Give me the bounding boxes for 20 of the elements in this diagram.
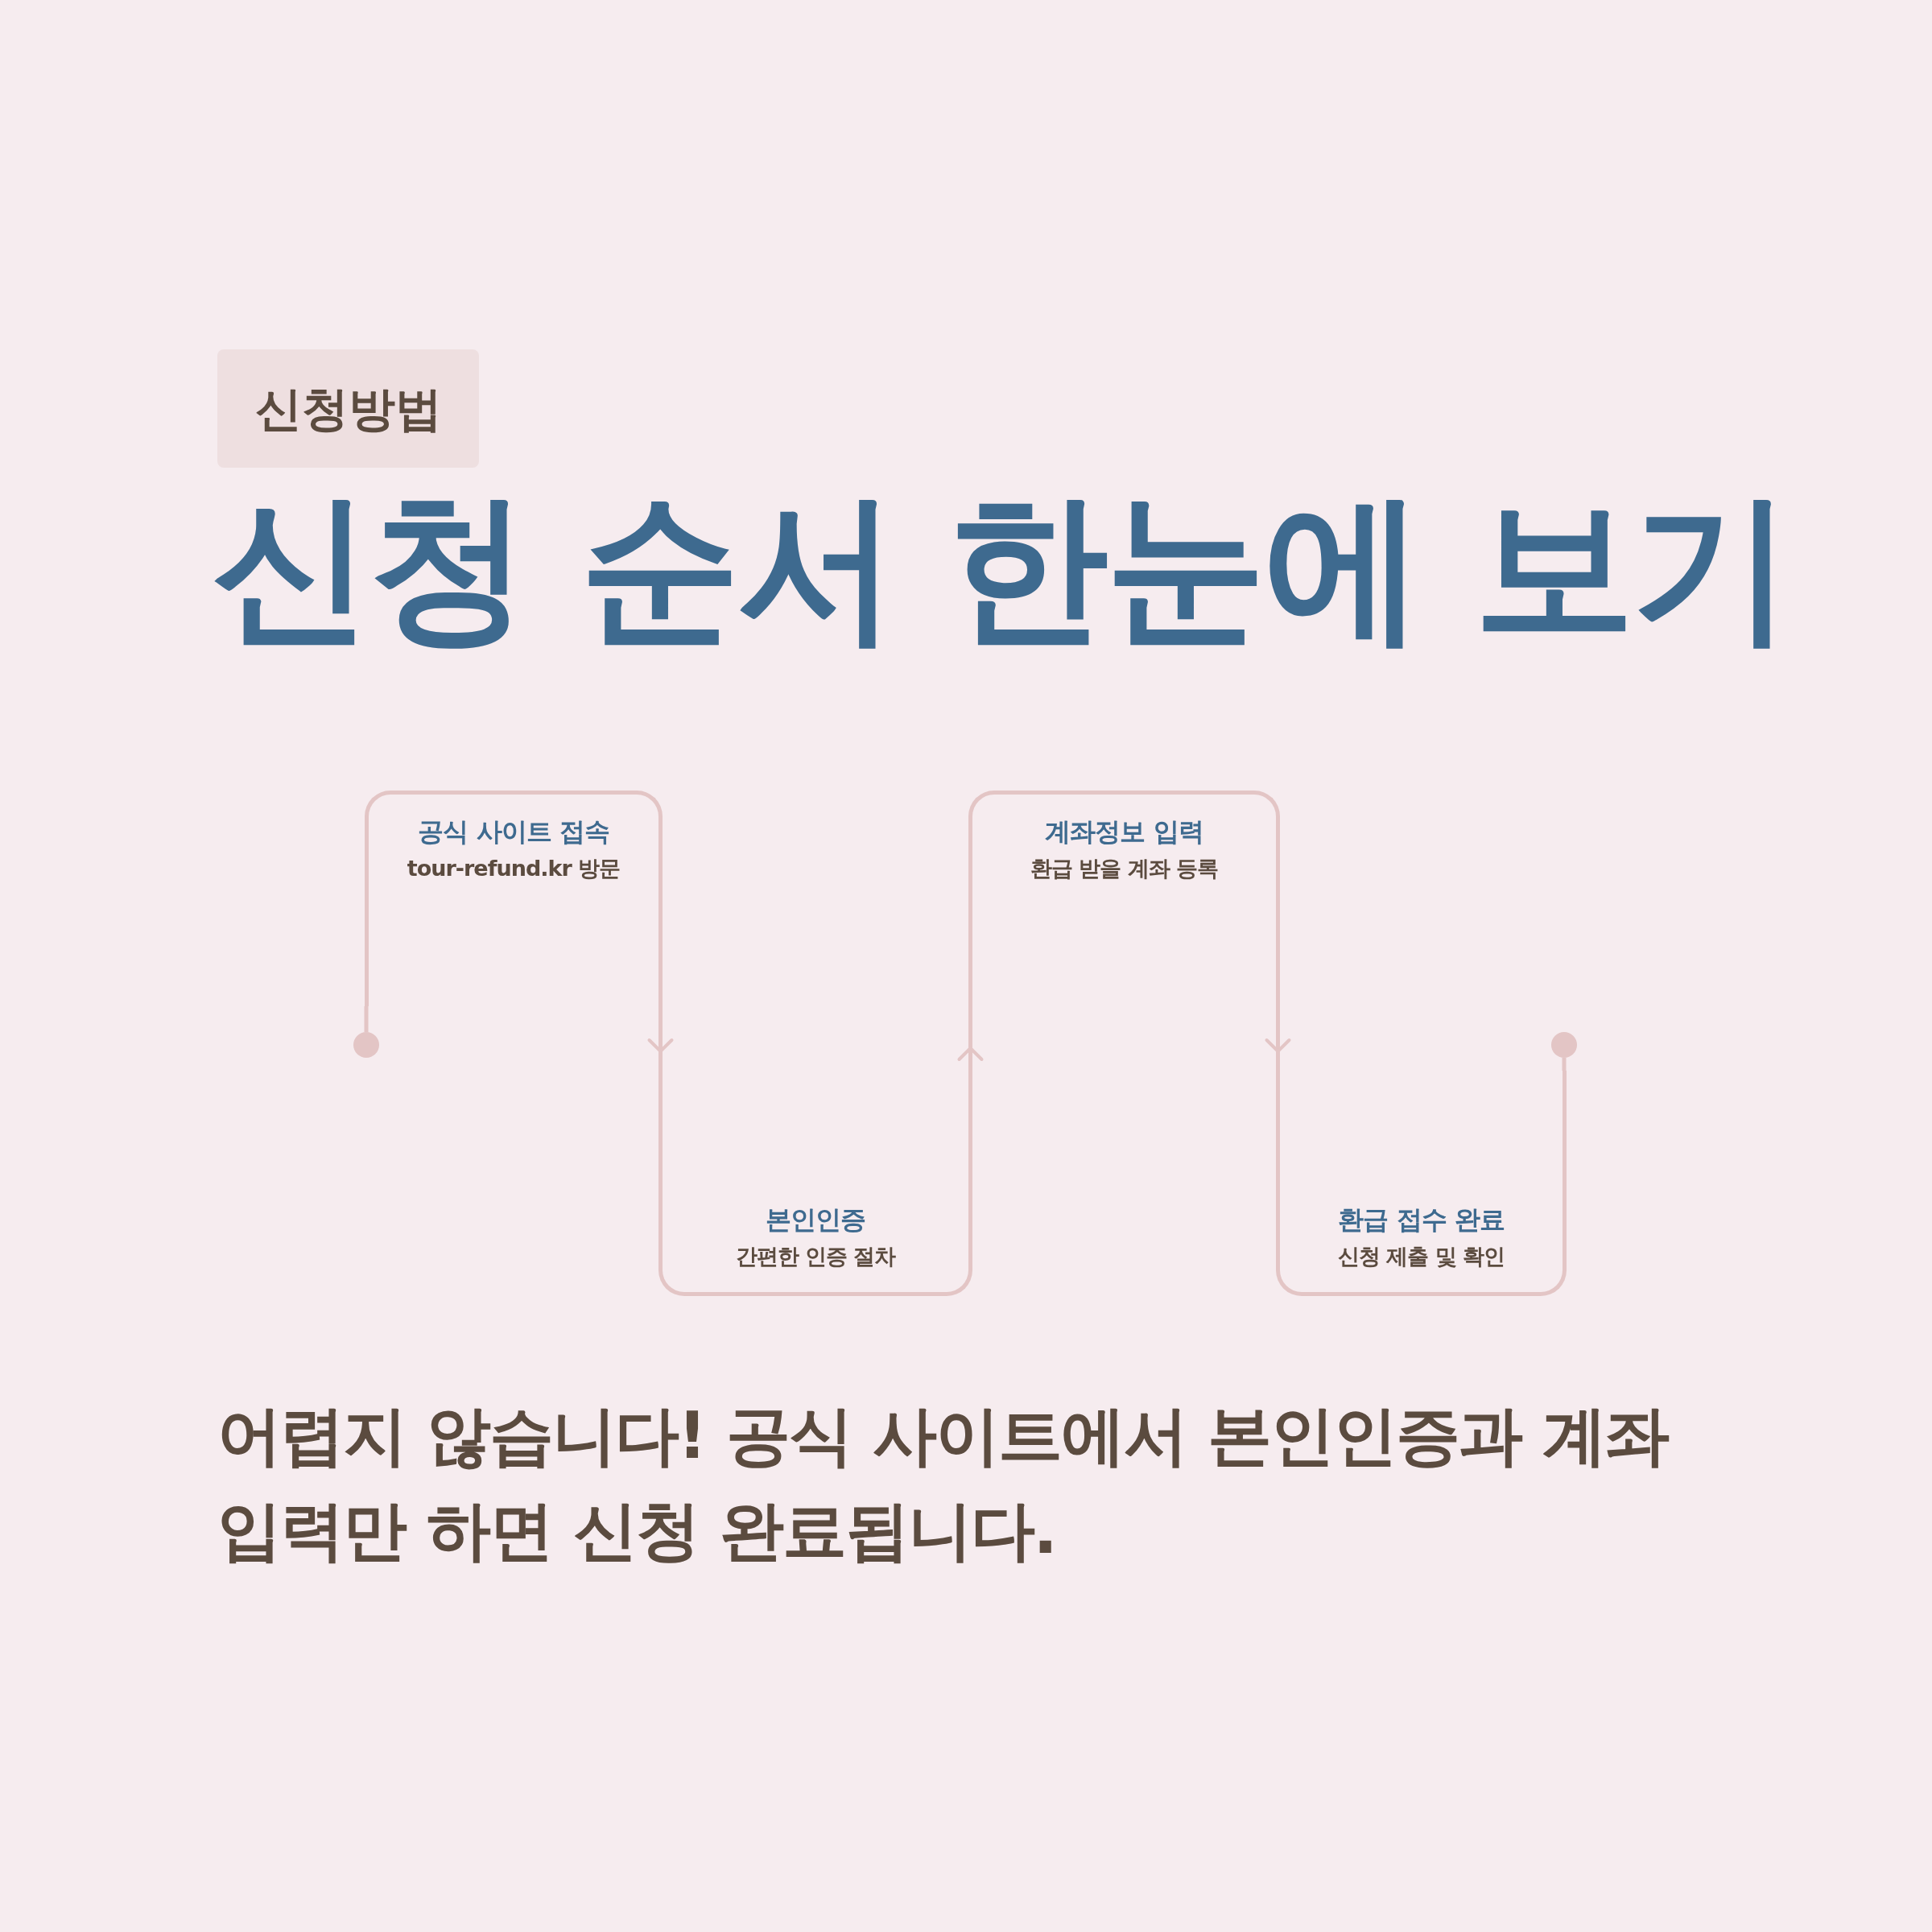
page-title: 신청 순서 한눈에 보기 [211, 479, 1790, 656]
step-description: 신청 제출 및 확인 [1337, 1243, 1505, 1270]
step-outline [968, 791, 1280, 1029]
step-description: 환급 받을 계좌 등록 [1030, 855, 1219, 882]
category-tag: 신청방법 [217, 349, 479, 468]
step-title: 환급 접수 완료 [1338, 1203, 1505, 1236]
step-title: 본인인증 [766, 1203, 865, 1236]
flow-arrow [647, 1006, 674, 1071]
step-outline [1276, 1071, 1567, 1296]
step-title: 계좌정보 입력 [1045, 815, 1203, 848]
flow-arrow [957, 1029, 984, 1071]
step-description: 간편한 인증 절차 [735, 1243, 896, 1270]
connector-line [364, 1006, 369, 1032]
summary-text: 어렵지 않습니다! 공식 사이트에서 본인인증과 계좌 입력만 하면 신청 완료됩니다. [217, 1397, 1670, 1570]
connector-line [1562, 1058, 1567, 1071]
step-description: tour-refund.kr 방문 [407, 855, 621, 882]
step-outline [658, 1071, 972, 1296]
step-title: 공식 사이트 접속 [418, 815, 609, 848]
flow-arrow [1265, 1029, 1291, 1071]
step-outline [365, 791, 663, 1006]
